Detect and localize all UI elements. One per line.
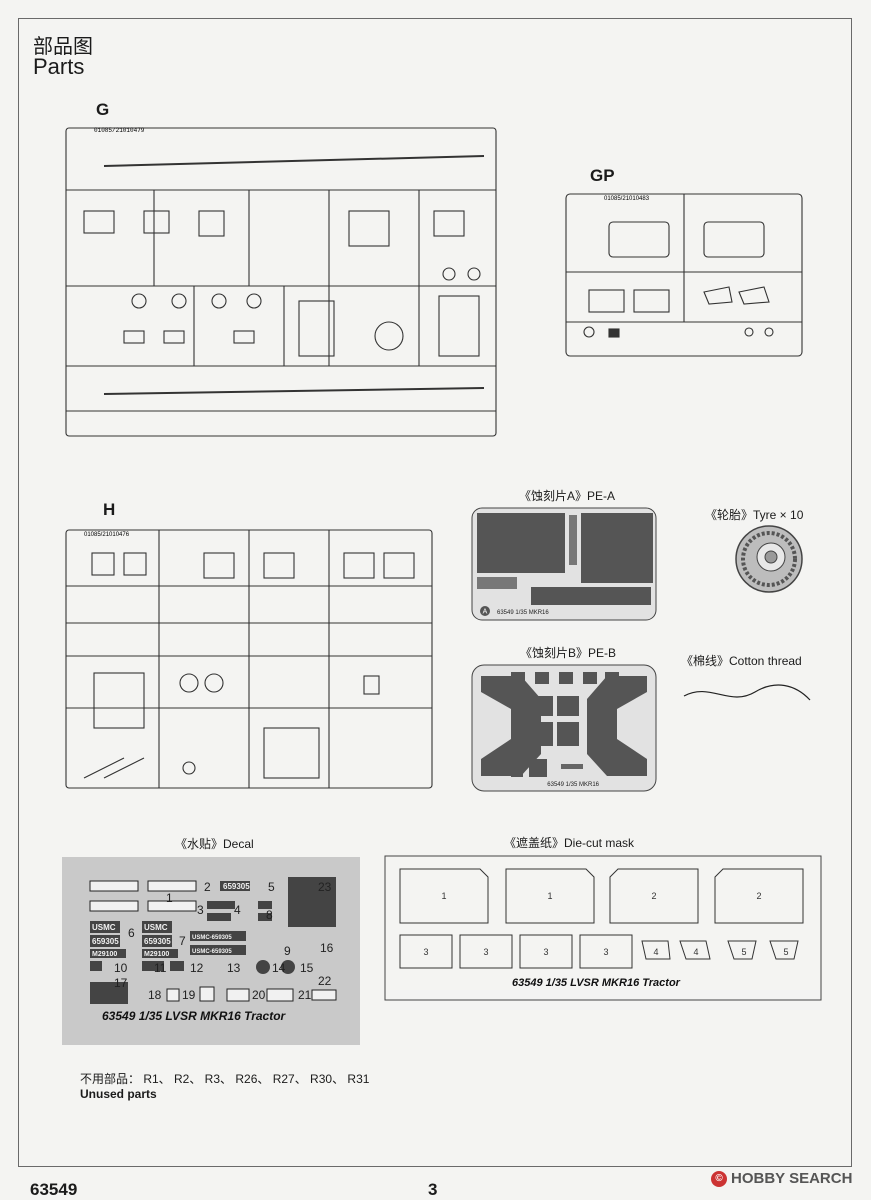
decal-num-18: 18 xyxy=(148,988,162,1002)
mask-label-3c: 3 xyxy=(543,947,548,957)
decal-text-m29100-a: M29100 xyxy=(92,951,117,958)
watermark-brand: © HOBBY SEARCH xyxy=(711,1170,852,1187)
mask-label-2b: 2 xyxy=(756,891,761,901)
decal-text-usmc-a: USMC xyxy=(92,923,116,932)
mask-label-3a: 3 xyxy=(423,947,428,957)
decal-num-22: 22 xyxy=(318,974,332,988)
decal-num-14: 14 xyxy=(272,961,286,975)
decal-text-m29100-b: M29100 xyxy=(144,951,169,958)
unused-parts-label: Unused parts xyxy=(80,1087,157,1101)
pe-a-fret: A 63549 1/35 MKR16 xyxy=(471,507,657,621)
decal-text-659305-a: 659305 xyxy=(223,882,250,891)
sprue-h-letter: H xyxy=(103,500,116,519)
cotton-caption: 《棉线》Cotton thread xyxy=(681,654,802,668)
mask-label-3b: 3 xyxy=(483,947,488,957)
decal-num-20: 20 xyxy=(252,988,266,1002)
decal-footer: 63549 1/35 LVSR MKR16 Tractor xyxy=(102,1009,287,1023)
decal-num-2: 2 xyxy=(204,880,211,894)
decal-num-3: 3 xyxy=(197,903,204,917)
decal-caption: 《水贴》Decal xyxy=(175,837,254,851)
mask-label-1a: 1 xyxy=(441,891,446,901)
decal-num-5: 5 xyxy=(268,880,275,894)
mask-sheet: 1 1 2 2 3 3 3 3 4 4 5 5 63549 1/35 LVSR … xyxy=(384,855,822,1001)
decal-text-usmc-659305-b: USMC-659305 xyxy=(192,949,232,955)
mask-label-2a: 2 xyxy=(651,891,656,901)
decal-text-usmc-b: USMC xyxy=(144,923,168,932)
decal-num-19: 19 xyxy=(182,988,196,1002)
decal-num-11: 11 xyxy=(154,961,167,975)
mask-label-5a: 5 xyxy=(741,947,746,957)
decal-text-659305-c: 659305 xyxy=(144,937,171,946)
decal-num-16: 16 xyxy=(320,941,334,955)
unused-parts: 不用部品： R1、 R2、 R3、 R26、 R27、 R30、 R31 Unu… xyxy=(80,1072,369,1102)
page-number: 3 xyxy=(428,1180,438,1199)
mask-label-1b: 1 xyxy=(547,891,552,901)
decal-text-659305-b: 659305 xyxy=(92,937,119,946)
decal-num-4: 4 xyxy=(234,903,241,917)
decal-sheet-art: 659305 USMC 659305 USMC 659305 M29100 M2… xyxy=(89,877,337,1023)
decal-num-1: 1 xyxy=(166,891,173,905)
mask-footer: 63549 1/35 LVSR MKR16 Tractor xyxy=(512,977,681,989)
pe-b-marking: 63549 1/35 MKR16 xyxy=(547,782,599,788)
decal-num-12: 12 xyxy=(190,961,204,975)
sprue-h-code: 01085/21010476 xyxy=(84,532,130,538)
mask-label-3d: 3 xyxy=(603,947,608,957)
sprue-gp: 01085/21010483 xyxy=(565,193,803,357)
unused-parts-list: 不用部品： R1、 R2、 R3、 R26、 R27、 R30、 R31 xyxy=(80,1072,370,1086)
decal-num-15: 15 xyxy=(300,961,314,975)
decal-num-10: 10 xyxy=(114,961,128,975)
pe-a-caption: 《蚀刻片A》PE-A xyxy=(519,489,616,503)
tyre-caption: 《轮胎》Tyre × 10 xyxy=(705,508,804,522)
decal-num-6: 6 xyxy=(128,926,135,940)
page-title-en: Parts xyxy=(33,54,85,79)
sprue-gp-code: 01085/21010483 xyxy=(604,196,650,202)
decal-num-7: 7 xyxy=(179,934,186,948)
decal-num-13: 13 xyxy=(227,961,241,975)
sprue-h: 01085/21010476 xyxy=(65,529,433,789)
decal-text-usmc-659305-a: USMC-659305 xyxy=(192,935,232,941)
pe-b-caption: 《蚀刻片B》PE-B xyxy=(520,646,617,660)
decal-num-9: 9 xyxy=(284,944,291,958)
kit-number: 63549 xyxy=(30,1180,78,1199)
decal-num-23: 23 xyxy=(318,880,332,894)
page-frame xyxy=(18,18,852,1167)
mask-label-5b: 5 xyxy=(783,947,788,957)
tyre-image xyxy=(735,525,803,593)
pe-a-letter: A xyxy=(483,609,488,616)
cotton-thread-image xyxy=(683,684,811,701)
brand-logo-icon: © xyxy=(711,1170,727,1187)
mask-label-4a: 4 xyxy=(653,947,658,957)
mask-caption: 《遮盖纸》Die-cut mask xyxy=(504,836,635,850)
brand-name: HOBBY SEARCH xyxy=(731,1170,853,1187)
sprue-g-letter: G xyxy=(96,100,110,119)
sprue-g-code: 01085/21010479 xyxy=(94,127,145,134)
mask-label-4b: 4 xyxy=(693,947,698,957)
pe-a-marking: 63549 1/35 MKR16 xyxy=(497,610,549,616)
pe-b-fret: 63549 1/35 MKR16 xyxy=(471,664,657,792)
page-title-cn: 部品图 xyxy=(33,36,93,58)
sprue-g: 01085/21010479 xyxy=(65,127,497,437)
decal-num-17: 17 xyxy=(114,976,128,990)
sprue-gp-letter: GP xyxy=(590,166,615,185)
decal-num-8: 8 xyxy=(266,908,273,922)
decal-num-21: 21 xyxy=(298,988,312,1002)
